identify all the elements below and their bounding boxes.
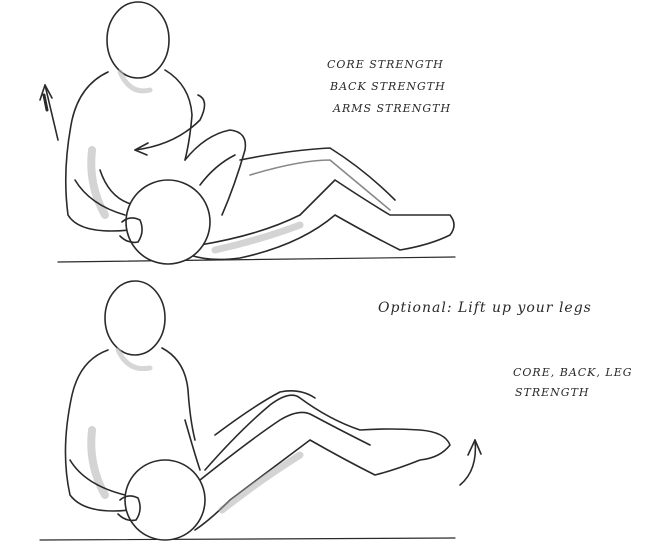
note-back-strength: BACK STRENGTH [330,80,446,93]
note-core-back-leg: CORE, BACK, LEG [513,366,633,379]
lift-arrow-bottom [460,440,475,485]
figure-bottom [40,281,481,540]
floor-line-bottom [40,538,455,540]
head-bottom [105,281,165,355]
figure-top [40,2,455,264]
ball-top [126,180,210,264]
ball-bottom [125,460,205,540]
note-strength: STRENGTH [515,386,590,399]
note-arms-strength: ARMS STRENGTH [333,102,451,115]
lean-arrow-top [45,85,58,140]
floor-line-top [58,257,455,262]
note-core-strength: CORE STRENGTH [327,58,444,71]
note-optional-lift-legs: Optional: Lift up your legs [378,300,592,316]
head-top [107,2,169,78]
rotation-arrow-top [135,95,205,150]
